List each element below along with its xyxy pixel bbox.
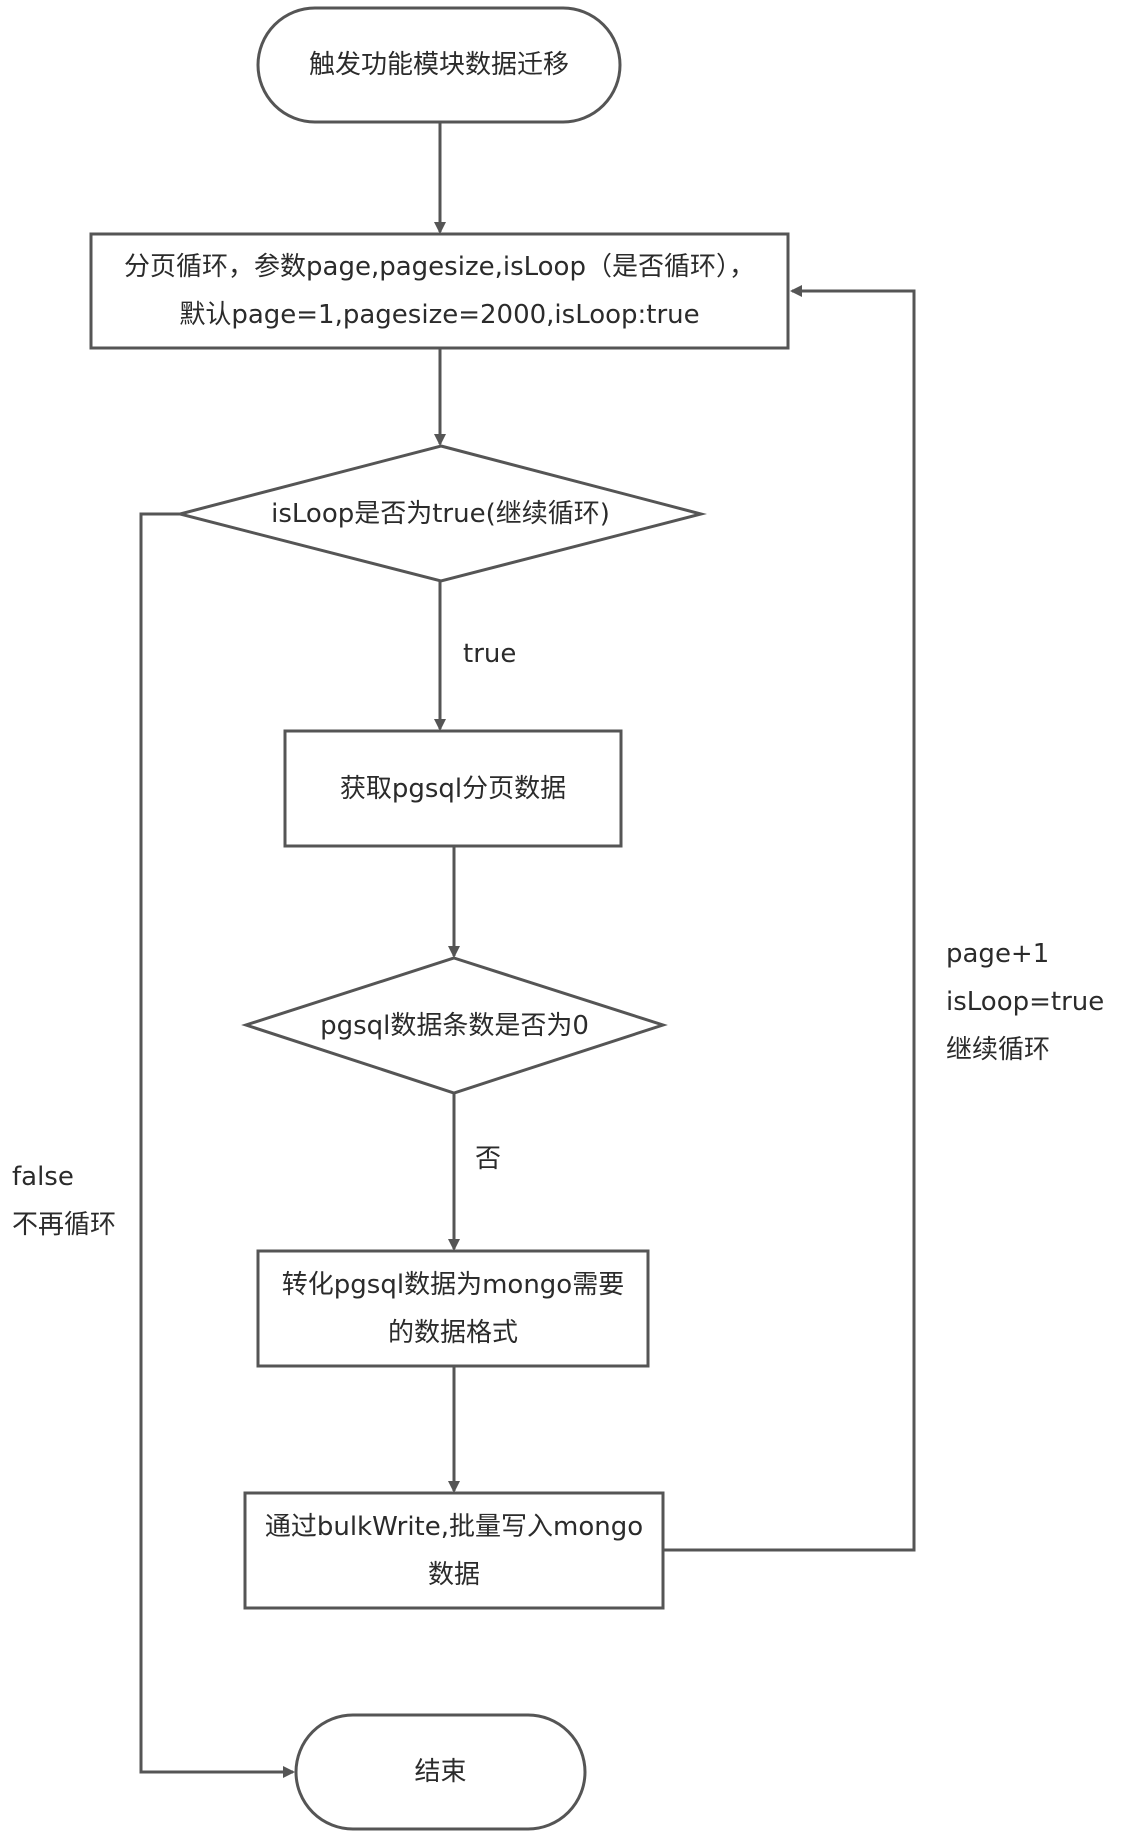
edge-write-to-init-loop (663, 285, 916, 1552)
fetch-label: 获取pgsql分页数据 (285, 731, 621, 846)
no-edge-label: 否 (475, 1135, 501, 1183)
end-node (294, 1713, 587, 1831)
write-label: 通过bulkWrite,批量写入mongo 数据 (245, 1493, 663, 1608)
no-edge-text: 否 (475, 1144, 502, 1174)
start-text: 触发功能模块数据迁移 (308, 50, 569, 80)
convert-text-line1: 转化pgsql数据为mongo需要 (281, 1269, 625, 1300)
init-text-line1: 分页循环，参数page,pagesize,isLoop（是否循环）， (124, 252, 755, 282)
false-edge-text-line1: false (12, 1162, 74, 1192)
count-check-text: pgsql数据条数是否为0 (320, 1010, 589, 1041)
loop-edge-text-line2: isLoop=true (946, 987, 1105, 1017)
edge-loop-check-to-end (139, 512, 295, 1778)
start-label: 触发功能模块数据迁移 (258, 8, 620, 122)
end-label: 结束 (296, 1715, 585, 1829)
false-edge-label: false 不再循环 (12, 1153, 116, 1249)
true-edge-text: true (463, 639, 517, 669)
write-text-line2: 数据 (427, 1559, 480, 1590)
loop-edge-text-line1: page+1 (946, 939, 1050, 969)
end-text: 结束 (414, 1757, 467, 1787)
false-edge-text-line2: 不再循环 (12, 1210, 117, 1240)
write-node (243, 1491, 665, 1610)
loop-check-text: isLoop是否为true(继续循环) (271, 498, 610, 529)
loop-edge-text-line3: 继续循环 (946, 1035, 1051, 1065)
convert-text-line2: 的数据格式 (387, 1317, 518, 1348)
loop-check-label: isLoop是否为true(继续循环) (180, 446, 701, 581)
convert-label: 转化pgsql数据为mongo需要 的数据格式 (258, 1251, 648, 1366)
loop-edge-label: page+1 isLoop=true 继续循环 (946, 930, 1104, 1074)
init-text-line2: 默认page=1,pagesize=2000,isLoop:true (179, 300, 700, 330)
count-check-label: pgsql数据条数是否为0 (246, 958, 663, 1093)
convert-node (256, 1249, 650, 1368)
fetch-text: 获取pgsql分页数据 (339, 773, 567, 804)
init-node (89, 232, 790, 350)
init-label: 分页循环，参数page,pagesize,isLoop（是否循环）， 默认pag… (91, 234, 788, 348)
write-text-line1: 通过bulkWrite,批量写入mongo (264, 1511, 644, 1542)
true-edge-label: true (463, 630, 516, 678)
